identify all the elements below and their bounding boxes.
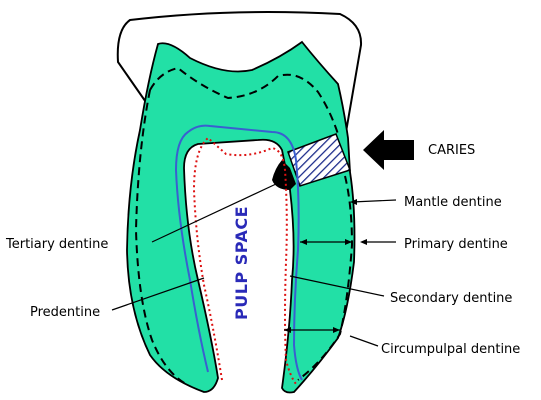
leader-secondary: [289, 275, 385, 297]
caries-arrow: [363, 130, 414, 170]
pulp-space-label: PULP SPACE: [232, 206, 251, 320]
leader-tertiary: [151, 183, 277, 243]
secondary-dentine-line: [174, 124, 303, 381]
arrowhead-primary-left: [300, 239, 307, 245]
tertiary-dentine-label: Tertiary dentine: [5, 237, 108, 252]
arrowhead-primary-right: [345, 239, 352, 245]
predentine-label: Predentine: [30, 305, 100, 320]
mantle-dentine-line: [134, 66, 354, 385]
leader-mantle: [351, 199, 397, 203]
leader-predentine: [111, 277, 205, 311]
arrowhead-circ-left: [284, 327, 291, 333]
secondary-dentine-label: Secondary dentine: [390, 291, 512, 306]
primary-dentine-label: Primary dentine: [404, 237, 508, 252]
circumpulpal-dentine-label: Circumpulpal dentine: [381, 342, 520, 357]
mantle-dentine-label: Mantle dentine: [404, 195, 502, 210]
leader-circumpulpal: [349, 335, 379, 347]
arrowhead-circ-right: [333, 327, 340, 333]
caries-lesion: [287, 133, 351, 187]
arrowhead-mantle: [350, 199, 357, 205]
dentine-body: [126, 40, 356, 394]
caries-label: CARIES: [428, 143, 475, 158]
tertiary-dentine-mass: [272, 160, 296, 190]
arrowhead-primary-outer: [360, 239, 367, 245]
